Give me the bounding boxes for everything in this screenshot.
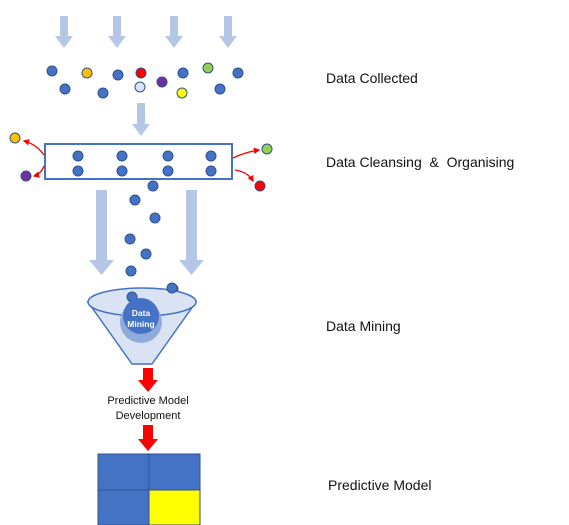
red-arrow-down: [138, 425, 158, 451]
data-dot: [149, 212, 161, 224]
data-dot: [176, 87, 188, 99]
flow-arrow-left: [89, 190, 114, 275]
rejected-dot: [20, 170, 32, 182]
data-dot: [134, 81, 146, 93]
data-dot: [97, 87, 109, 99]
data-dot: [124, 233, 136, 245]
rejected-data: [9, 132, 273, 192]
incoming-arrow: [219, 16, 237, 48]
rejected-dot: [9, 132, 21, 144]
data-dot: [46, 65, 58, 77]
data-dot: [59, 83, 71, 95]
development-label-line2: Development: [116, 410, 181, 422]
data-dot: [125, 265, 137, 277]
stage-label-cleansing: Data Cleansing & Organising: [326, 154, 515, 170]
funnel-label-line2: Mining: [127, 319, 154, 329]
data-dot: [147, 180, 159, 192]
data-dot: [166, 282, 178, 294]
data-dot: [232, 67, 244, 79]
predictive-model-grid: [97, 453, 201, 525]
reject-arrow: [22, 139, 45, 156]
stage-label-model: Predictive Model: [328, 477, 432, 493]
data-dot: [202, 62, 214, 74]
grid-cell: [97, 489, 150, 525]
data-dot: [205, 150, 217, 162]
filtered-dots: [72, 150, 217, 177]
rejected-dot: [254, 180, 266, 192]
data-dot: [135, 67, 147, 79]
data-dot: [116, 150, 128, 162]
data-dot: [81, 67, 93, 79]
data-dot: [156, 76, 168, 88]
stage-label-mining: Data Mining: [326, 318, 401, 334]
funnel-label-line1: Data: [132, 308, 151, 318]
incoming-arrow: [55, 16, 73, 48]
data-dot: [72, 150, 84, 162]
incoming-arrows: [55, 16, 237, 48]
reject-arrow: [232, 147, 261, 159]
filter-input-arrow: [132, 103, 150, 136]
development-label-line1: Predictive Model: [107, 395, 188, 407]
data-dot: [177, 67, 189, 79]
incoming-arrow: [108, 16, 126, 48]
data-dot: [205, 165, 217, 177]
red-arrow-down: [138, 368, 158, 392]
data-dot: [129, 194, 141, 206]
data-dot: [116, 165, 128, 177]
incoming-arrow: [165, 16, 183, 48]
data-dot: [140, 248, 152, 260]
mining-funnel: Data Mining: [86, 282, 198, 365]
data-dot: [112, 69, 124, 81]
cleansing-filter-box: [44, 143, 233, 180]
reject-arrow: [32, 165, 45, 178]
data-dot: [72, 165, 84, 177]
stage-label-collected: Data Collected: [326, 70, 418, 86]
grid-cell: [97, 453, 150, 491]
raw-data-dots: [46, 62, 244, 99]
reject-arrow: [234, 169, 254, 183]
data-dot: [162, 165, 174, 177]
data-dot: [214, 83, 226, 95]
grid-cell: [148, 489, 201, 525]
rejected-dot: [261, 143, 273, 155]
flow-arrow-right: [179, 190, 204, 275]
data-dot: [162, 150, 174, 162]
grid-cell: [148, 453, 201, 491]
mining-core: [123, 298, 159, 334]
